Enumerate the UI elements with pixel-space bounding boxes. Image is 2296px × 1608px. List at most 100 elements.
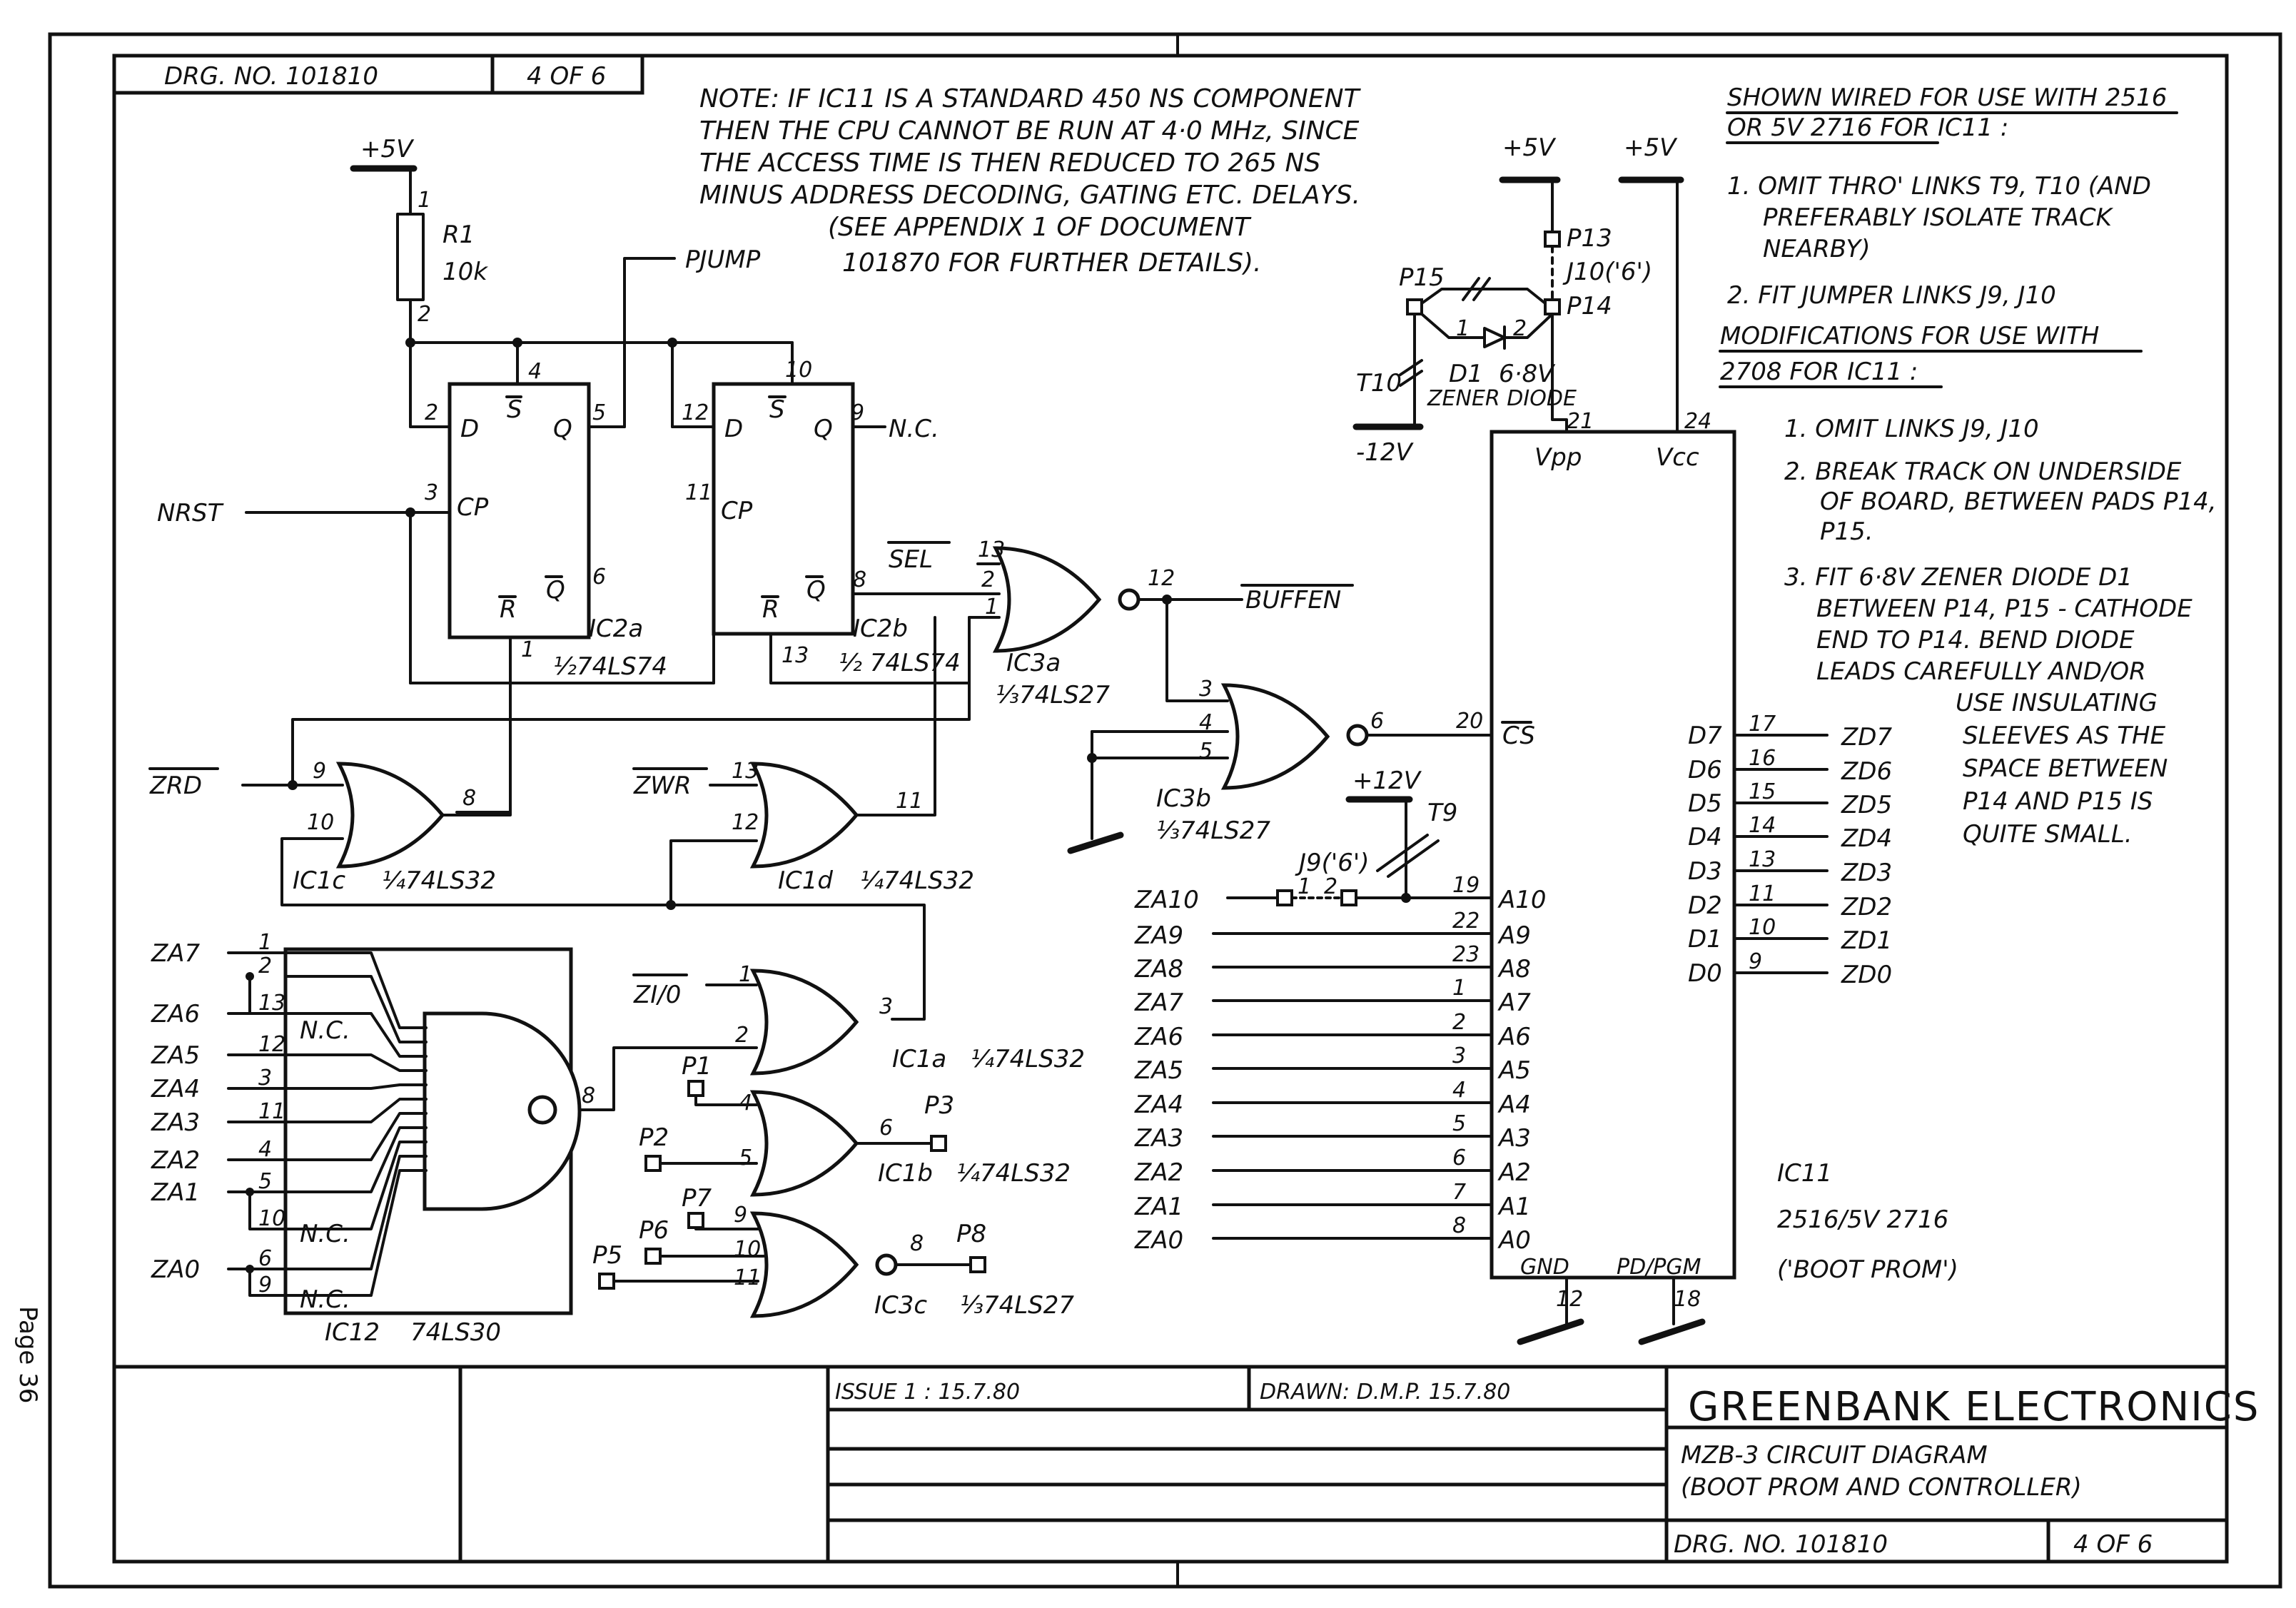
test-point-p7[interactable]	[687, 1212, 704, 1229]
ic2a-name: IC2a	[589, 615, 643, 643]
data-signal-label: ZD2	[1841, 893, 1892, 921]
ic11-pin12: 12	[1556, 1287, 1583, 1312]
data-pin-name: D5	[1688, 789, 1722, 818]
data-signal-label: ZD3	[1841, 859, 1892, 887]
j9-label: J9('6')	[1295, 849, 1370, 877]
ic1c-pin10: 10	[307, 810, 334, 835]
ic12-internal-wire	[284, 1053, 428, 1072]
p8-label: P8	[956, 1220, 986, 1248]
ic2a-cp: CP	[457, 493, 489, 522]
ic3a-pin12: 12	[1148, 566, 1175, 591]
data-pin-name: D2	[1688, 891, 1722, 920]
address-signal-label: ZA3	[1134, 1124, 1183, 1153]
wiring-notes: SHOWN WIRED FOR USE WITH 2516 OR 5V 2716…	[1719, 84, 2217, 849]
ic12-input-signal: ZA2	[151, 1146, 200, 1175]
ic1a-pin1: 1	[739, 962, 752, 987]
ic12-part: 74LS30	[410, 1318, 501, 1347]
ic11-prom: Vpp Vcc CS GND PD/PGM 21 24 20 12 18	[1456, 409, 1736, 1312]
test-point-p8[interactable]	[969, 1256, 986, 1273]
address-signal-label: ZA10	[1134, 886, 1199, 914]
ic1b-pin4: 4	[739, 1091, 752, 1116]
tb-issue: ISSUE 1 : 15.7.80	[835, 1380, 1020, 1405]
ic1b-pin5: 5	[739, 1146, 752, 1170]
ic12-input-signal: ZA0	[151, 1255, 200, 1284]
p3-label: P3	[924, 1091, 954, 1120]
p2-label: P2	[639, 1123, 669, 1152]
ic11-pin18: 18	[1674, 1287, 1701, 1312]
r1-pin1: 1	[418, 188, 431, 213]
tb-drg-no: DRG. NO. 101810	[1674, 1530, 1888, 1559]
r1-pin2: 2	[418, 302, 431, 327]
test-point-p5[interactable]	[598, 1273, 615, 1290]
pad-j9-1[interactable]	[1276, 889, 1293, 906]
ic12-input-signal: ZA7	[151, 939, 201, 968]
note-line: NOTE: IF IC11 IS A STANDARD 450 NS COMPO…	[699, 84, 1362, 113]
ic12-input-signal: ZA1	[151, 1178, 200, 1207]
ic3b-part: ⅓74LS27	[1156, 816, 1270, 845]
test-point-p2[interactable]	[644, 1155, 662, 1172]
ic3c-pin11: 11	[734, 1265, 761, 1290]
t9-label: T9	[1427, 799, 1457, 827]
test-point-p6[interactable]	[644, 1248, 662, 1265]
note-line: MINUS ADDRESS DECODING, GATING ETC. DELA…	[699, 181, 1360, 210]
ic12-input-pin: 9	[258, 1273, 272, 1298]
ic3c-name: IC3c	[874, 1291, 927, 1320]
ic2b-qbar: Q	[806, 576, 826, 605]
ic2a-flipflop: D S Q CP R Q 2 4 5 3 6 1 IC2a ½74LS74	[425, 359, 667, 681]
ic1d-name: IC1d	[778, 866, 833, 895]
ic1a-name: IC1a	[892, 1045, 946, 1073]
mod-item: P14 AND P15 IS	[1963, 787, 2153, 816]
note-line: (SEE APPENDIX 1 OF DOCUMENT	[828, 213, 1252, 242]
d1-pin1: 1	[1456, 316, 1470, 341]
ic1b-pin6: 6	[879, 1116, 893, 1141]
ic12-input-pin: 1	[258, 930, 272, 955]
ic12-input-pin: 2	[258, 954, 272, 979]
tb-company: GREENBANK ELECTRONICS	[1688, 1384, 2260, 1430]
data-pin: 9	[1749, 949, 1762, 974]
mod-item: P15.	[1820, 517, 1873, 546]
test-point-p3[interactable]	[930, 1135, 947, 1152]
data-pin-name: D1	[1688, 925, 1722, 954]
j10-label: J10('6')	[1562, 258, 1652, 286]
access-time-note: NOTE: IF IC11 IS A STANDARD 450 NS COMPO…	[699, 84, 1362, 278]
header-drg-label: DRG. NO. 101810	[164, 62, 378, 91]
ic1a-pin3: 3	[879, 994, 893, 1019]
ic12-nc: N.C.	[300, 1285, 350, 1314]
signal-nrst: NRST	[157, 499, 224, 527]
data-signal-label: ZD0	[1841, 961, 1892, 989]
pad-p13[interactable]	[1544, 231, 1561, 248]
pad-j9-2[interactable]	[1340, 889, 1357, 906]
ic3c-nor-gate: 9 10 11 8 IC3c ⅓74LS27	[734, 1203, 1074, 1320]
address-pin: 5	[1452, 1111, 1466, 1136]
ic3b-name: IC3b	[1156, 784, 1211, 813]
ic2a-d: D	[460, 415, 479, 443]
mod-item: END TO P14. BEND DIODE	[1816, 626, 2135, 654]
data-signal-label: ZD1	[1841, 926, 1892, 955]
pad-p14[interactable]	[1544, 298, 1561, 315]
ic2a-pin3: 3	[425, 480, 438, 505]
ic2a-pin5: 5	[592, 400, 606, 425]
page-label: Page 36	[14, 1306, 42, 1403]
ic3a-name: IC3a	[1006, 649, 1061, 677]
address-pin: 1	[1452, 976, 1466, 1001]
note-line: 101870 FOR FURTHER DETAILS).	[842, 248, 1262, 278]
data-pin: 16	[1749, 746, 1776, 771]
tb-title: MZB-3 CIRCUIT DIAGRAM	[1681, 1441, 1988, 1470]
address-pin: 7	[1452, 1180, 1466, 1205]
signal-nc: N.C.	[889, 415, 939, 443]
address-pin-name: A8	[1497, 955, 1531, 983]
address-pin-name: A6	[1497, 1023, 1531, 1051]
ic11-name: IC11	[1777, 1159, 1832, 1188]
address-signal-label: ZA2	[1134, 1158, 1183, 1187]
data-pin-name: D6	[1688, 756, 1722, 784]
header-sheet-box	[490, 54, 644, 95]
ic2b-r: R	[762, 595, 779, 624]
test-point-p1[interactable]	[687, 1080, 704, 1097]
address-pin: 22	[1452, 909, 1480, 934]
ic1d-part: ¼74LS32	[860, 866, 974, 895]
address-signal-label: ZA5	[1134, 1056, 1183, 1085]
ic12-input-pin: 11	[258, 1099, 285, 1124]
pad-p15[interactable]	[1406, 298, 1423, 315]
